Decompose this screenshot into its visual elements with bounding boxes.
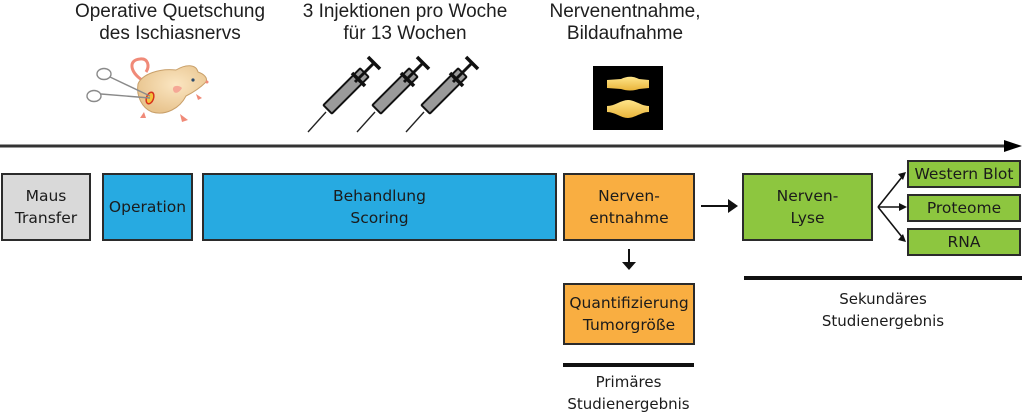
- harvest-to-lysis-arrow: [701, 199, 738, 213]
- primary-outcome-line: [563, 363, 694, 367]
- nerve-lysis-box: Nerven- Lyse: [742, 173, 873, 241]
- rna-box: RNA: [907, 228, 1021, 256]
- lysis-branch-arrows: [877, 172, 907, 242]
- syringe-icon: [306, 55, 382, 134]
- quantification-box: Quantifizierung Tumorgröße: [563, 283, 695, 345]
- secondary-outcome-line: [744, 276, 1022, 280]
- treatment-box: Behandlung Scoring: [202, 173, 557, 241]
- surgery-label: Operative Quetschung des Ischiasnervs: [74, 1, 266, 44]
- syringes-group: [306, 55, 480, 134]
- timeline-arrow: [0, 140, 1022, 152]
- nerve-image-icon: [593, 66, 663, 130]
- primary-outcome-label: Primäres Studienergebnis: [567, 373, 690, 413]
- nerve-harvest-box: Nerven- entnahme: [563, 173, 695, 241]
- western-blot-box: Western Blot: [907, 160, 1021, 188]
- proteome-box: Proteome: [907, 194, 1021, 222]
- harvest-label: Nervenentnahme, Bildaufnahme: [549, 1, 701, 44]
- mouse-transfer-box: Maus Transfer: [1, 173, 91, 241]
- harvest-to-quantification-arrow: [622, 249, 636, 270]
- operation-box: Operation: [102, 173, 193, 241]
- injections-label: 3 Injektionen pro Woche für 13 Wochen: [302, 1, 508, 44]
- mouse-with-forceps-icon: [86, 57, 209, 122]
- secondary-outcome-label: Sekundäres Studienergebnis: [821, 290, 945, 330]
